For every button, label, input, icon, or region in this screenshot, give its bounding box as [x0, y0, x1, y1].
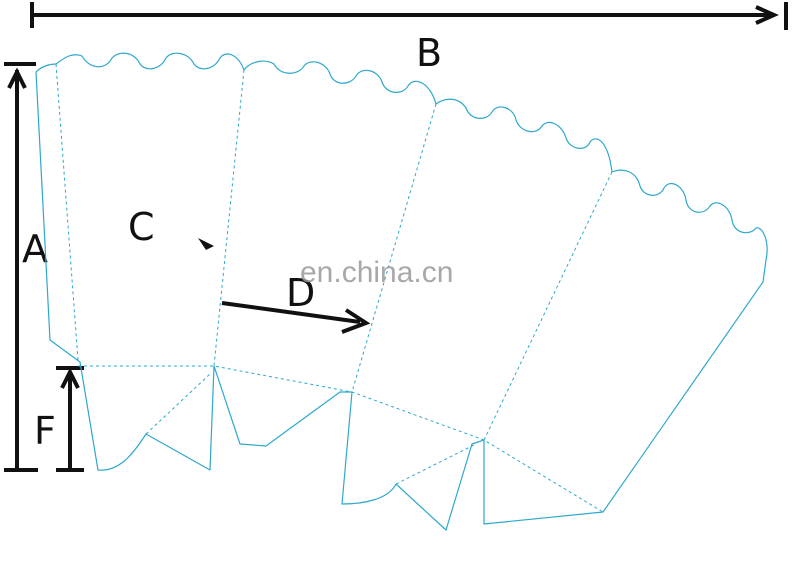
dieline-outline	[35, 52, 768, 531]
label-f: F	[34, 409, 56, 453]
watermark-text: en.china.cn	[300, 256, 453, 289]
dimension-f	[56, 366, 84, 472]
dimension-d	[221, 301, 371, 334]
label-b: B	[416, 31, 442, 75]
fold-lines	[55, 63, 613, 513]
label-d: D	[286, 271, 315, 315]
dimension-b	[30, 2, 788, 30]
label-a: A	[22, 227, 48, 271]
label-c: C	[128, 205, 155, 249]
dimension-a	[4, 62, 38, 472]
label-c-pointer	[198, 238, 214, 250]
